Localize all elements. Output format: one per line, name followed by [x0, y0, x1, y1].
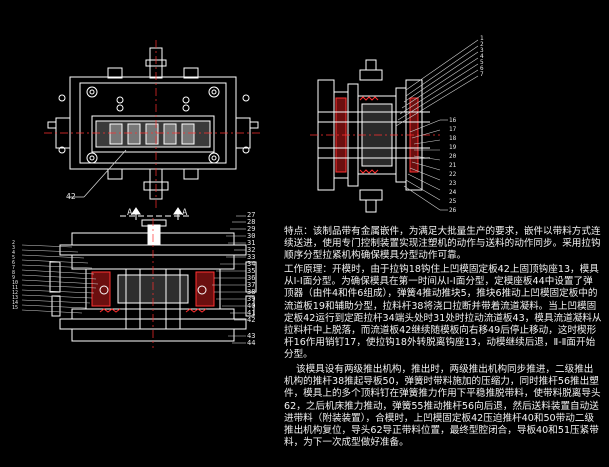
text-working-principle: 工作原理：开模时，由于拉钩18钩住上凹模固定板42上固顶钩座13，模具从Ⅰ-Ⅰ面…	[284, 264, 602, 361]
callout-label: 28	[247, 218, 256, 226]
section-label-left: A	[127, 208, 133, 218]
callout-42-top-view: 42	[66, 192, 76, 201]
callout-label: 12	[12, 290, 19, 296]
callout-label: 37	[247, 281, 256, 289]
side-upper-callouts: 1 2 3 4 5 6 7	[480, 36, 494, 78]
callout-label: 33	[247, 253, 256, 261]
callout-label: 11	[12, 285, 19, 291]
callout-label: 25	[449, 198, 457, 205]
callout-label: 4	[480, 53, 484, 60]
callout-label: 7	[12, 265, 16, 271]
callout-label: 19	[449, 144, 457, 151]
callout-label: 43	[247, 332, 256, 340]
callout-label: 14	[12, 300, 19, 306]
callout-label: 39	[247, 295, 256, 303]
callout-label: 13	[12, 295, 19, 301]
callout-label: 10	[12, 280, 19, 286]
leader-42	[83, 149, 127, 198]
callout-label: 15	[12, 305, 19, 311]
callout-label: 2	[12, 240, 16, 246]
callout-label: 30	[247, 232, 256, 240]
callout-label: 41	[247, 309, 256, 317]
callout-label: 26	[449, 207, 457, 214]
callout-label: 42	[247, 316, 256, 324]
callout-label: 8	[12, 270, 16, 276]
callout-label: 6	[12, 260, 16, 266]
callout-label: 38	[247, 288, 256, 296]
section-cut-line	[120, 207, 190, 220]
side-view	[317, 59, 430, 213]
callout-label: 31	[247, 239, 256, 247]
front-left-leaders	[21, 244, 99, 314]
callout-label: 3	[480, 47, 484, 54]
callout-label: 17	[449, 126, 457, 133]
front-left-callouts: 2 3 4 5 6 7 8 9 10 11 12 13 14 15	[12, 241, 24, 311]
callout-label: 44	[247, 339, 256, 347]
front-callouts: 27 28 29 30 31 32 33 34 35 36 37 38 39 4…	[247, 212, 261, 347]
text-features: 特点：该制品带有金属嵌件，为满足大批量生产的要求，嵌件以带料方式连续送进，使用专…	[284, 226, 601, 262]
side-leaders	[395, 39, 479, 211]
callout-label: 2	[480, 41, 484, 48]
callout-label: 5	[480, 59, 484, 66]
section-label-right: A	[182, 208, 188, 218]
front-leaders	[212, 215, 246, 344]
callout-label: 34	[247, 260, 256, 268]
top-view	[47, 47, 259, 200]
callout-label: 7	[480, 71, 484, 78]
callout-label: 22	[449, 171, 457, 178]
callout-label: 5	[12, 255, 16, 261]
callout-label: 9	[12, 275, 16, 281]
callout-label: 3	[12, 245, 16, 251]
callout-label: 1	[480, 35, 484, 42]
callout-label: 24	[449, 189, 457, 196]
callout-label: 20	[449, 153, 457, 160]
side-callouts: 16 17 18 19 20 21 22 23 24 25 26	[449, 116, 463, 215]
callout-label: 23	[449, 180, 457, 187]
text-ejection: 该模具设有两级推出机构，推出时，两级推出机构同步推进，二级推出机构的推杆38推起…	[284, 364, 601, 449]
callout-label: 36	[247, 274, 256, 282]
callout-label: 21	[449, 162, 457, 169]
callout-label: 18	[449, 135, 457, 142]
callout-label: 4	[12, 250, 16, 256]
top-view-centerlines	[44, 40, 262, 210]
callout-label: 6	[480, 65, 484, 72]
callout-label: 29	[247, 225, 256, 233]
callout-label: 32	[247, 246, 256, 254]
callout-label: 27	[247, 211, 256, 219]
callout-label: 16	[449, 117, 457, 124]
callout-label: 35	[247, 267, 256, 275]
callout-label: 40	[247, 302, 256, 310]
